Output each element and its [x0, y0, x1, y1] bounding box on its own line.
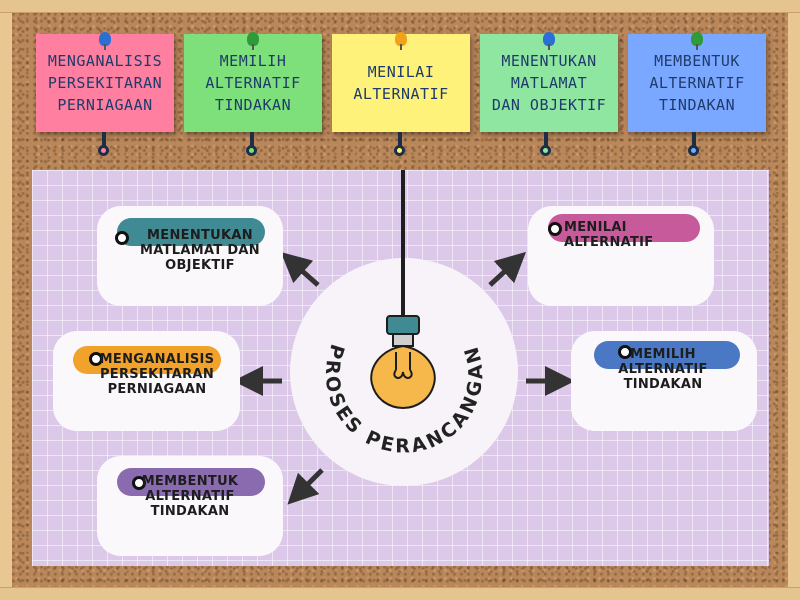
note-anchor-dot: [246, 145, 257, 156]
drop-target-top-right[interactable]: [548, 222, 562, 236]
tag-top-right: [548, 214, 700, 242]
note-connector: [102, 132, 106, 146]
note-anchor-dot: [98, 145, 109, 156]
pushpin-icon: [691, 32, 703, 50]
pushpin-icon: [99, 32, 111, 50]
note-anchor-dot: [688, 145, 699, 156]
pushpin-icon: [543, 32, 555, 50]
arrow-top-left: [280, 252, 320, 287]
sticky-note-label: MENGANALISIS PERSEKITARAN PERNIAGAAN: [47, 52, 163, 114]
arrow-bottom-left: [287, 468, 324, 505]
item-label-bottom-left: MEMBENTUK ALTERNATIF TINDAKAN: [141, 474, 239, 519]
item-label-top-right: MENILAI ALTERNATIF: [564, 220, 654, 250]
note-connector: [398, 132, 402, 146]
note-anchor-dot: [540, 145, 551, 156]
frame-bottom: [0, 587, 800, 600]
sticky-note-label: MEMILIH ALTERNATIF TINDAKAN: [205, 52, 301, 114]
frame-top: [0, 0, 800, 13]
lightbulb-cord: [401, 170, 405, 320]
sticky-note-label: MENILAI ALTERNATIF: [353, 63, 449, 103]
note-connector: [692, 132, 696, 146]
note-anchor-dot: [394, 145, 405, 156]
item-label-mid-right: MEMILIH ALTERNATIF TINDAKAN: [618, 347, 708, 392]
tag-top-left: [117, 218, 265, 246]
sticky-note-menentukan[interactable]: MENENTUKAN MATLAMAT DAN OBJEKTIF: [480, 32, 618, 132]
item-label-top-left: MENENTUKAN MATLAMAT DAN OBJEKTIF: [140, 228, 260, 273]
center-title-arc: PROSES PERANCANGAN: [321, 342, 485, 458]
note-connector: [250, 132, 254, 146]
lightbulb-icon: [370, 315, 436, 410]
drop-target-mid-left[interactable]: [89, 352, 103, 366]
drop-target-mid-right[interactable]: [618, 345, 632, 359]
sticky-note-memilih[interactable]: MEMILIH ALTERNATIF TINDAKAN: [184, 32, 322, 132]
sticky-note-menilai[interactable]: MENILAI ALTERNATIF: [332, 32, 470, 132]
note-connector: [544, 132, 548, 146]
pushpin-icon: [395, 32, 407, 50]
sticky-note-label: MEMBENTUK ALTERNATIF TINDAKAN: [649, 52, 745, 114]
pushpin-icon: [247, 32, 259, 50]
drop-target-top-left[interactable]: [115, 231, 129, 245]
sticky-note-label: MENENTUKAN MATLAMAT DAN OBJEKTIF: [491, 52, 607, 114]
arrow-top-right: [488, 251, 527, 287]
drop-target-bottom-left[interactable]: [132, 476, 146, 490]
sticky-note-menganalisis[interactable]: MENGANALISIS PERSEKITARAN PERNIAGAAN: [36, 32, 174, 132]
sticky-note-membentuk[interactable]: MEMBENTUK ALTERNATIF TINDAKAN: [628, 32, 766, 132]
item-label-mid-left: MENGANALISIS PERSEKITARAN PERNIAGAAN: [99, 352, 215, 397]
